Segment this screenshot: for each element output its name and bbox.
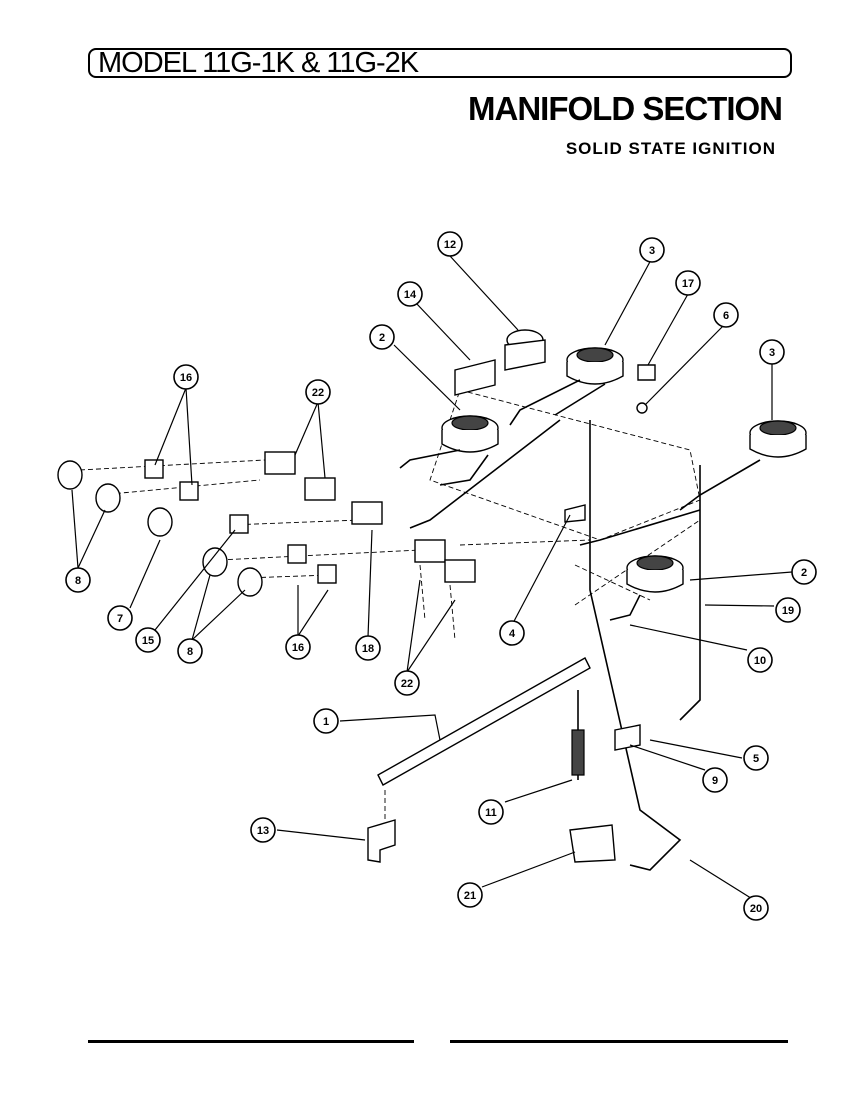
callout-label: 7 — [117, 613, 123, 625]
callout-1: 1 — [313, 708, 339, 734]
footer-rule-left — [88, 1040, 414, 1043]
model-title-box: MODEL 11G-1K & 11G-2K — [88, 47, 792, 79]
callout-label: 6 — [723, 310, 729, 322]
manifold-pipe — [377, 657, 591, 786]
callout-label: 17 — [682, 278, 694, 290]
callout-18: 18 — [355, 635, 381, 661]
callout-3b: 3 — [759, 339, 785, 365]
callout-label: 3 — [649, 245, 655, 257]
ignition-module — [454, 329, 656, 523]
callout-12: 12 — [437, 231, 463, 257]
gas-tubing — [409, 419, 701, 871]
callout-label: 10 — [754, 655, 766, 667]
callout-label: 12 — [444, 239, 456, 251]
callout-22b: 22 — [394, 670, 420, 696]
burner-front-left — [399, 415, 499, 486]
callout-label: 8 — [75, 575, 81, 587]
callout-label: 1 — [323, 716, 329, 728]
callout-5: 5 — [743, 745, 769, 771]
valves-left — [57, 451, 476, 597]
burner-front-right — [609, 555, 684, 621]
callout-16a: 16 — [173, 364, 199, 390]
callout-13: 13 — [250, 817, 276, 843]
callout-label: 2 — [801, 567, 807, 579]
callout-7: 7 — [107, 605, 133, 631]
callout-21: 21 — [457, 882, 483, 908]
callout-label: 21 — [464, 890, 476, 902]
callout-label: 8 — [187, 646, 193, 658]
section-title: MANIFOLD SECTION — [468, 90, 783, 127]
callout-label: 4 — [509, 628, 516, 640]
callout-label: 16 — [180, 372, 192, 384]
leader-lines — [71, 255, 793, 901]
callout-label: 20 — [750, 903, 762, 915]
callout-16b: 16 — [285, 634, 311, 660]
callout-6: 6 — [713, 302, 739, 328]
callout-11: 11 — [478, 799, 504, 825]
callout-label: 18 — [362, 643, 374, 655]
callout-14: 14 — [397, 281, 423, 307]
callout-2b: 2 — [791, 559, 817, 585]
model-title: MODEL 11G-1K & 11G-2K — [98, 47, 419, 79]
callout-label: 14 — [404, 289, 417, 301]
callout-2a: 2 — [369, 324, 395, 350]
callout-22a: 22 — [305, 379, 331, 405]
callout-20: 20 — [743, 895, 769, 921]
burner-rear-right — [679, 420, 807, 511]
callout-label: 16 — [292, 642, 304, 654]
callout-label: 22 — [401, 678, 413, 690]
footer-rule-right — [450, 1040, 788, 1043]
callout-8b: 8 — [177, 638, 203, 664]
callout-label: 2 — [379, 332, 385, 344]
callout-label: 15 — [142, 635, 154, 647]
callout-3a: 3 — [639, 237, 665, 263]
callout-4: 4 — [499, 620, 525, 646]
lower-parts — [367, 724, 641, 863]
callout-10: 10 — [747, 647, 773, 673]
callout-label: 19 — [782, 605, 794, 617]
manifold-frame — [79, 389, 701, 820]
callout-label: 11 — [485, 807, 497, 819]
section-subtitle: SOLID STATE IGNITION — [565, 139, 776, 158]
burner-rear-left — [509, 347, 624, 426]
callout-label: 13 — [257, 825, 269, 837]
callout-15: 15 — [135, 627, 161, 653]
callout-8a: 8 — [65, 567, 91, 593]
callout-label: 3 — [769, 347, 775, 359]
callout-9: 9 — [702, 767, 728, 793]
callout-label: 9 — [712, 775, 718, 787]
callout-19: 19 — [775, 597, 801, 623]
callout-17: 17 — [675, 270, 701, 296]
callout-label: 5 — [753, 753, 759, 765]
callout-label: 22 — [312, 387, 324, 399]
